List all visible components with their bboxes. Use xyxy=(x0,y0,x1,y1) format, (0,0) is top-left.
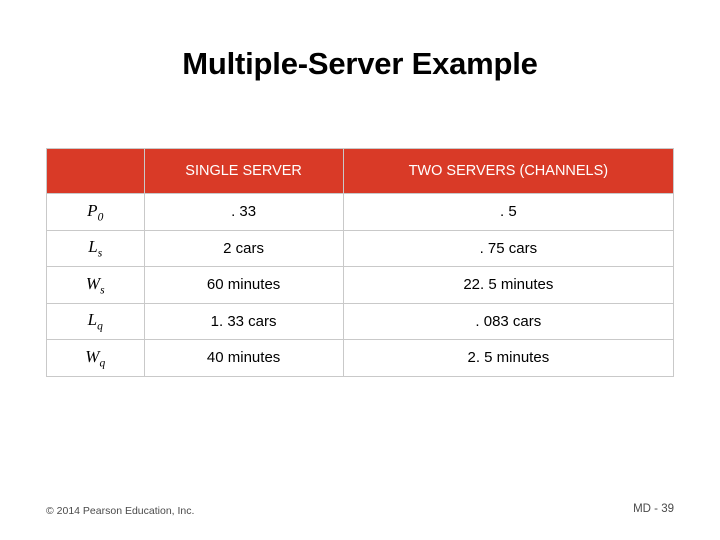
row-label-subscript: q xyxy=(97,320,103,333)
copyright-notice: © 2014 Pearson Education, Inc. xyxy=(46,505,195,517)
table-header-row: SINGLE SERVER TWO SERVERS (CHANNELS) xyxy=(46,148,675,194)
row-value-single: . 33 xyxy=(143,193,344,231)
row-value-two: . 75 cars xyxy=(342,229,675,267)
row-label: P0 xyxy=(46,193,145,231)
row-label-main: W xyxy=(85,346,100,366)
row-label-main: L xyxy=(88,237,98,257)
row-label: Wq xyxy=(46,339,145,377)
comparison-table-container: SINGLE SERVER TWO SERVERS (CHANNELS) P0 … xyxy=(46,148,675,377)
row-label: Ws xyxy=(46,266,145,304)
table-row: Ws 60 minutes 22. 5 minutes xyxy=(46,266,675,304)
table-header-corner xyxy=(46,148,145,194)
table-row: Lq 1. 33 cars . 083 cars xyxy=(46,302,675,340)
row-label-subscript: q xyxy=(99,356,106,369)
table-header: SINGLE SERVER TWO SERVERS (CHANNELS) xyxy=(46,148,675,194)
row-label-subscript: s xyxy=(97,247,103,260)
page-title: Multiple-Server Example xyxy=(182,46,538,81)
table-row: Wq 40 minutes 2. 5 minutes xyxy=(46,339,675,377)
row-value-single: 1. 33 cars xyxy=(143,302,344,340)
row-label: Lq xyxy=(46,302,145,340)
row-label-main: L xyxy=(87,310,98,330)
table-row: P0 . 33 . 5 xyxy=(46,193,675,231)
row-label-subscript: s xyxy=(100,283,105,296)
row-value-two: 2. 5 minutes xyxy=(342,339,675,377)
row-value-single: 2 cars xyxy=(143,229,344,267)
slide-number: MD - 39 xyxy=(633,503,674,515)
row-value-single: 40 minutes xyxy=(143,339,344,377)
table-body: P0 . 33 . 5 Ls 2 cars . 75 cars Ws 60 mi… xyxy=(46,193,675,377)
table-row: Ls 2 cars . 75 cars xyxy=(46,229,675,267)
table-header-two-servers: TWO SERVERS (CHANNELS) xyxy=(342,148,675,194)
row-value-two: 22. 5 minutes xyxy=(342,266,675,304)
row-label-main: W xyxy=(85,273,101,293)
row-value-two: . 083 cars xyxy=(342,302,675,340)
row-value-single: 60 minutes xyxy=(143,266,344,304)
row-label-main: P xyxy=(87,200,98,220)
row-label-subscript: 0 xyxy=(97,210,104,223)
row-label: Ls xyxy=(46,229,145,267)
table-header-single-server: SINGLE SERVER xyxy=(143,148,344,194)
comparison-table: SINGLE SERVER TWO SERVERS (CHANNELS) P0 … xyxy=(46,148,675,377)
row-value-two: . 5 xyxy=(342,193,675,231)
